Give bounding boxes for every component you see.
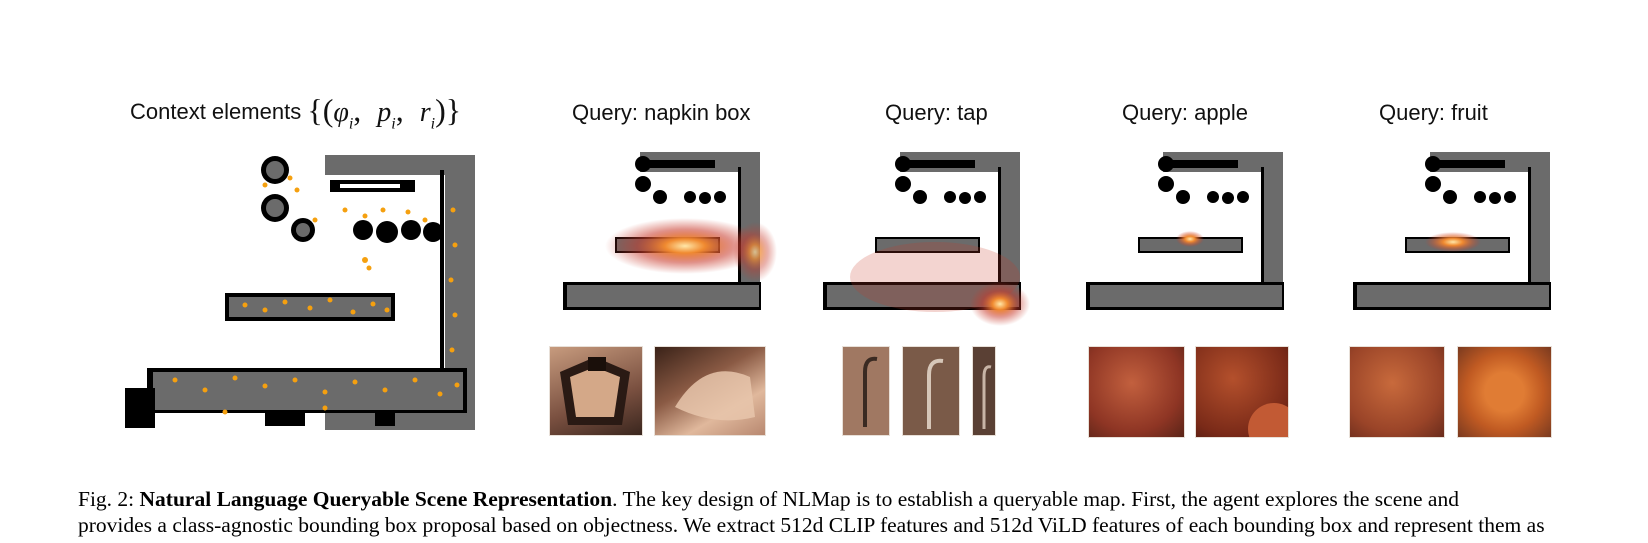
napkin-box-heatmap [555,152,765,327]
tap-crop-1 [842,346,890,436]
figure: Context elements {(φi, pi, ri)} [0,0,1648,470]
context-title-math: {(φi, pi, ri)} [307,92,461,128]
fruit-heatmap [1345,152,1555,327]
apple-crop-2 [1195,346,1289,438]
query-title-tap: Query: tap [885,100,988,126]
caption-prefix: Fig. 2: [78,487,140,511]
query-title-napkin-box: Query: napkin box [572,100,751,126]
query-title-fruit: Query: fruit [1379,100,1488,126]
context-elements-title: Context elements {(φi, pi, ri)} [130,92,461,133]
napkin-crop-1 [549,346,643,436]
caption-line-2: provides a class-agnostic bounding box p… [78,513,1545,537]
fruit-crop-1 [1349,346,1445,438]
tap-crop-2 [902,346,960,436]
caption-line-1: . The key design of NLMap is to establis… [612,487,1459,511]
tap-crop-3 [972,346,996,436]
context-title-text: Context elements [130,99,301,124]
query-title-apple: Query: apple [1122,100,1248,126]
caption-bold-title: Natural Language Queryable Scene Represe… [140,487,613,511]
fruit-crop-2 [1457,346,1552,438]
apple-crop-1 [1088,346,1185,438]
napkin-crop-2 [654,346,766,436]
tap-heatmap [815,152,1025,327]
figure-caption: Fig. 2: Natural Language Queryable Scene… [78,486,1588,538]
context-map [125,150,485,450]
apple-heatmap [1078,152,1288,327]
